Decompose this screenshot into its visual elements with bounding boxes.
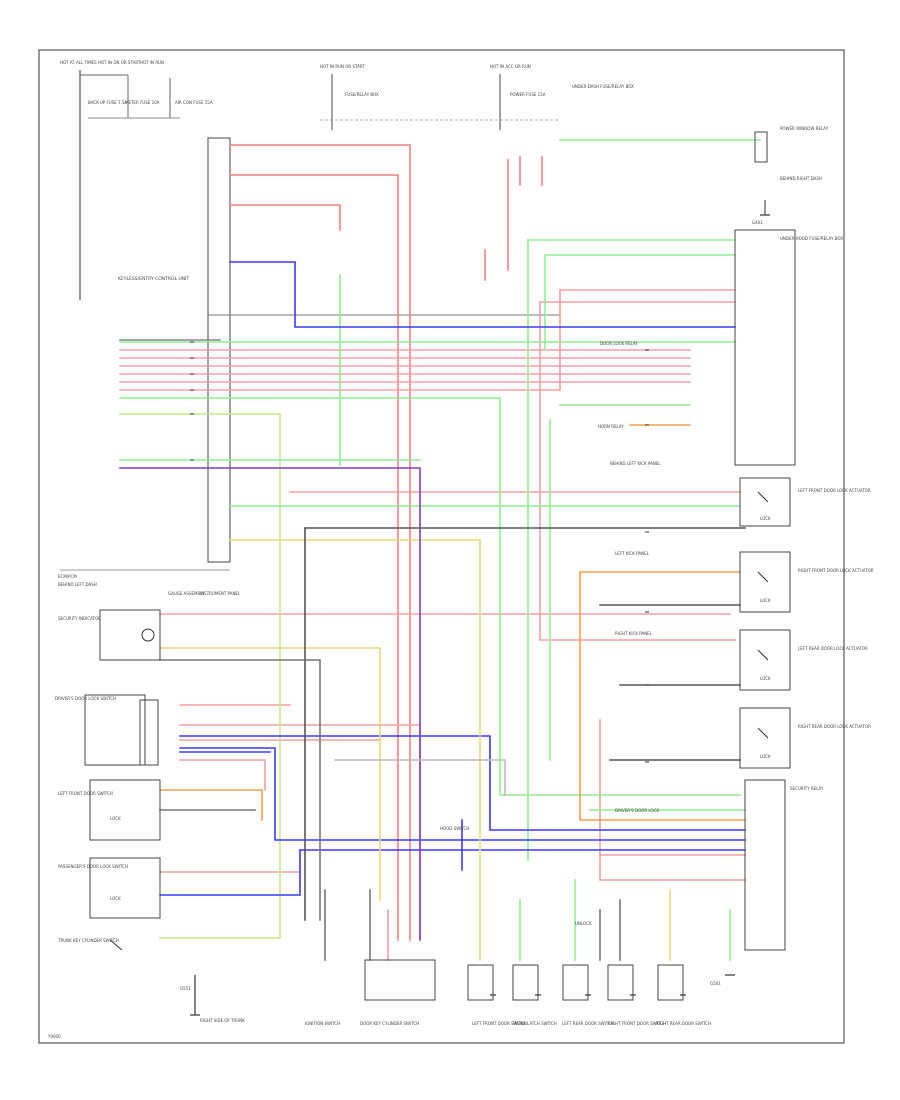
label-lock-4: LOCK [760, 754, 771, 759]
label-door-lock-relay: DOOR LOCK RELAY [600, 341, 638, 346]
passenger-door-lock-switch[interactable]: PASSENGER'S DOOR LOCK SWITCH LOCK [58, 857, 161, 919]
right-rear-door-actuator[interactable]: LOCK RIGHT REAR DOOR LOCK ACTUATOR [739, 707, 871, 769]
label-behind-right-dash: BEHIND RIGHT DASH [780, 176, 822, 181]
label-trunk-switch: TRUNK LATCH SWITCH [511, 1021, 557, 1026]
label-fuse-b: METER FUSE 10A [125, 100, 160, 105]
label-left-rear-switch: LEFT REAR DOOR SWITCH [562, 1021, 614, 1026]
label-right-front-door: RIGHT FRONT DOOR LOCK ACTUATOR [798, 568, 874, 573]
label-right-kick-panel: RIGHT KICK PANEL [615, 631, 653, 636]
label-right-rear-door: RIGHT REAR DOOR LOCK ACTUATOR [798, 724, 871, 729]
label-fuse-d: POWER FUSE 15A [510, 92, 546, 97]
label-relay-top-right: POWER WINDOW RELAY [780, 126, 829, 131]
label-lock-6: LOCK [110, 896, 121, 901]
label-right-rear-switch: RIGHT REAR DOOR SWITCH [656, 1021, 711, 1026]
label-gnd-a: G401 [752, 220, 763, 225]
power-sources-top-left: HOT AT ALL TIMES HOT IN ON OR START HOT … [60, 60, 213, 300]
label-lock-5: LOCK [110, 816, 121, 821]
label-lock-3: LOCK [760, 676, 771, 681]
label-key-cyl-switch: DOOR KEY CYLINDER SWITCH [360, 1021, 419, 1026]
driver-door-lock-switch[interactable]: DRIVER'S DOOR LOCK SWITCH [55, 694, 159, 766]
label-left-rear-door: LEFT REAR DOOR LOCK ACTUATOR [798, 646, 868, 651]
label-behind-left-kick: BEHIND LEFT KICK PANEL [610, 461, 661, 466]
wire-group-gray-purple [119, 339, 746, 961]
label-hot-run-left: HOT IN ON OR START [98, 60, 141, 65]
label-instrument-panel: INSTRUMENT PANEL [200, 591, 241, 596]
footer-code: Y0000 [47, 1034, 61, 1039]
right-front-door-actuator[interactable]: LOCK RIGHT FRONT DOOR LOCK ACTUATOR RIGH… [615, 551, 874, 636]
right-fuse-box: UNDER-HOOD FUSE/RELAY BOX DOOR LOCK RELA… [598, 229, 843, 466]
label-fuse-a: BACK-UP FUSE 7.5A [88, 100, 127, 105]
label-lock-2: LOCK [760, 598, 771, 603]
label-keyless-unit-small: KEYLESS/ENTRY CONTROL UNIT [118, 276, 189, 282]
bottom-component-row: IGNITION SWITCH DOOR KEY CYLINDER SWITCH… [180, 826, 721, 1026]
label-gauge-assembly: GAUGE ASSEMBLY [168, 591, 205, 596]
label-left-door-switch: LEFT FRONT DOOR SWITCH [58, 791, 113, 796]
diagram-frame [38, 49, 845, 1044]
label-behind-left-dash: BEHIND LEFT DASH [58, 582, 97, 587]
ground-symbols [190, 214, 770, 1016]
label-trunk-key-switch: TRUNK KEY CYLINDER SWITCH [57, 938, 119, 943]
label-left-door-switch-b: LEFT FRONT DOOR SWITCH [472, 1021, 527, 1026]
label-right-door-switch: RIGHT FRONT DOOR SWITCH [608, 1021, 666, 1026]
power-sources-top-mid: HOT IN RUN OR START HOT IN ACC OR RUN FU… [320, 64, 634, 130]
left-front-door-switch[interactable]: LEFT FRONT DOOR SWITCH LOCK [58, 779, 161, 841]
label-lock-1: LOCK [760, 516, 771, 521]
wire-group-blue [159, 261, 746, 896]
label-driver-door-lock: DRIVER'S DOOR LOCK [615, 808, 659, 813]
wire-group-green [119, 139, 761, 961]
label-hot-run-left2: HOT IN RUN [140, 60, 164, 65]
label-right-side-trunk: RIGHT SIDE OF TRUNK [200, 1018, 245, 1023]
label-hot-top-mid: HOT IN RUN OR START [320, 64, 365, 69]
security-indicator: SECURITY INDICATOR GAUGE ASSEMBLY INSTRU… [58, 591, 241, 661]
label-passenger-switch: PASSENGER'S DOOR LOCK SWITCH [58, 864, 128, 869]
label-left-front-door: LEFT FRONT DOOR LOCK ACTUATOR [798, 488, 871, 493]
label-hood-switch: HOOD SWITCH [440, 826, 469, 831]
left-front-door-actuator[interactable]: LOCK LEFT FRONT DOOR LOCK ACTUATOR LEFT … [615, 477, 871, 556]
label-security-relay: SECURITY RELAY [790, 786, 824, 791]
label-mid-relay2: UNDER-DASH FUSE/RELAY BOX [572, 84, 634, 89]
label-right-fuse-box: UNDER-HOOD FUSE/RELAY BOX [780, 236, 843, 241]
trunk-key-cylinder-switch[interactable]: TRUNK KEY CYLINDER SWITCH RIGHT SIDE OF … [57, 938, 245, 1023]
label-left-kick-panel: LEFT KICK PANEL [615, 551, 650, 556]
label-ecm: ECM/PCM [58, 574, 77, 579]
label-mid-relay: FUSE/RELAY BOX [345, 92, 379, 97]
label-security-indicator: SECURITY INDICATOR [58, 616, 101, 621]
label-hot-all-left: HOT AT ALL TIMES [60, 60, 97, 65]
label-fuse-c: AIR CON FUSE 15A [175, 100, 213, 105]
wire-group-yellow-orange [159, 424, 746, 961]
left-rear-door-actuator[interactable]: LOCK LEFT REAR DOOR LOCK ACTUATOR [739, 629, 868, 691]
label-unlock: UNLOCK [575, 921, 592, 926]
label-gnd-b: G501 [710, 981, 721, 986]
connector-ticks [190, 341, 649, 763]
relay-top-right: POWER WINDOW RELAY BEHIND RIGHT DASH G40… [752, 126, 829, 225]
label-horn-relay: HORN RELAY [598, 424, 624, 429]
label-gnd-c: G551 [180, 986, 191, 991]
label-ignition-switch: IGNITION SWITCH [305, 1021, 340, 1026]
label-hot-top-right: HOT IN ACC OR RUN [490, 64, 531, 69]
label-door-master-switch: DRIVER'S DOOR LOCK SWITCH [55, 696, 116, 701]
connector-right-bottom: SECURITY RELAY DRIVER'S DOOR LOCK [615, 779, 824, 951]
